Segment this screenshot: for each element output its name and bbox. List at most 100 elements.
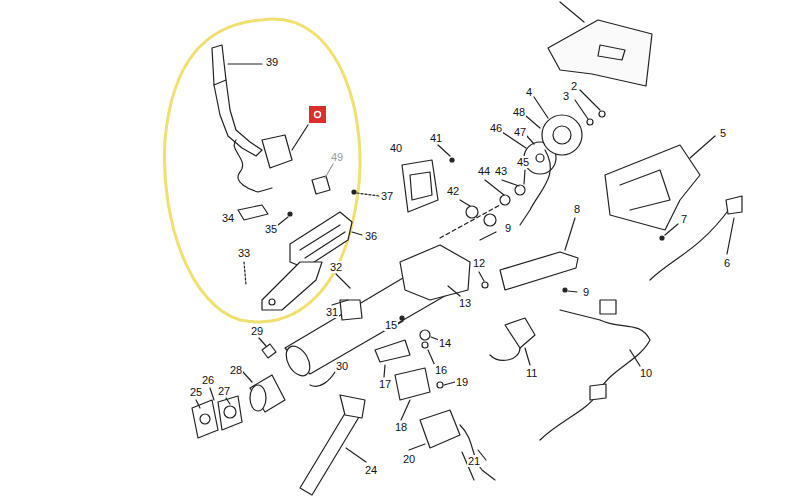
- leader-line: [384, 350, 455, 420]
- leader-line: [560, 2, 584, 22]
- callout-number: 30: [335, 360, 349, 372]
- highlight-ellipse: [164, 19, 360, 322]
- wire: [460, 425, 495, 480]
- callout-number: 46: [489, 122, 503, 134]
- leader-line: [565, 218, 575, 250]
- wire: [490, 348, 520, 360]
- coil-center: [553, 126, 571, 144]
- callout-number: 2: [570, 80, 578, 92]
- housing-end: [281, 342, 314, 380]
- callout-number: 43: [494, 165, 508, 177]
- screw: [660, 236, 664, 240]
- bracket-hole: [269, 299, 275, 305]
- module-face: [410, 172, 432, 200]
- callout-number: 21: [467, 455, 481, 467]
- cover-slot: [598, 45, 625, 60]
- nut: [587, 119, 593, 125]
- spring: [515, 185, 525, 195]
- callout-number: 16: [434, 364, 448, 376]
- leader-line: [332, 274, 350, 305]
- callout-number: 39: [265, 56, 279, 68]
- callout-number: 33: [237, 247, 251, 259]
- callout-number: 8: [573, 203, 581, 215]
- lever-band: [214, 80, 226, 85]
- ring: [420, 330, 430, 340]
- callout-number: 28: [229, 364, 243, 376]
- callout-number: 9: [504, 222, 512, 234]
- leader-line: [346, 448, 366, 462]
- lower-shroud: [605, 145, 700, 230]
- callout-number: 29: [250, 325, 264, 337]
- leader-line: [568, 291, 577, 292]
- lock-housing: [400, 245, 470, 300]
- leader-line: [525, 348, 530, 365]
- red-icon: [309, 106, 326, 123]
- wire: [310, 372, 335, 386]
- bolt: [262, 344, 276, 358]
- upper-cover: [548, 20, 652, 86]
- u-joint: [340, 395, 365, 418]
- callout-number: 11: [525, 367, 538, 379]
- tilt-housing: [290, 212, 352, 268]
- callout-number: 4: [525, 86, 533, 98]
- callout-number: 27: [217, 385, 231, 397]
- leader-line: [665, 224, 678, 235]
- callout-number: 45: [516, 156, 530, 168]
- switch: [505, 318, 535, 348]
- leader-line: [409, 444, 425, 450]
- connector: [726, 196, 742, 214]
- lever: [212, 45, 262, 156]
- callout-number: 37: [380, 190, 394, 202]
- washer: [484, 214, 496, 226]
- clip: [312, 176, 330, 194]
- spring: [500, 195, 510, 205]
- callout-number: 7: [680, 213, 688, 225]
- leader-line: [448, 272, 484, 296]
- cylinder-face: [250, 385, 266, 411]
- callout-number: 20: [402, 453, 416, 465]
- bearing-plate: [192, 400, 218, 438]
- wire: [650, 208, 730, 280]
- coil-assembly: [542, 115, 582, 155]
- shroud-detail: [620, 170, 670, 210]
- lower-bracket: [262, 262, 322, 310]
- screw: [288, 212, 292, 216]
- screw: [437, 382, 443, 388]
- callout-number: 48: [512, 106, 526, 118]
- pin: [422, 342, 428, 348]
- retainer: [218, 396, 242, 430]
- callout-number: 40: [389, 142, 403, 154]
- washer: [466, 206, 478, 218]
- switch-body: [395, 368, 430, 400]
- axis-line: [440, 205, 500, 238]
- callout-number: 12: [472, 257, 486, 269]
- callout-number: 5: [719, 127, 727, 139]
- callout-number: 9: [582, 286, 590, 298]
- screw: [352, 190, 356, 194]
- callout-number: 26: [201, 374, 215, 386]
- wiring-harness: [540, 310, 650, 440]
- callout-number: 34: [221, 212, 235, 224]
- callout-number: 19: [455, 376, 469, 388]
- leader-line: [278, 217, 288, 225]
- callout-number: 41: [429, 132, 443, 144]
- harness-connector: [590, 300, 616, 400]
- screw: [400, 316, 404, 320]
- leader-line: [438, 145, 450, 156]
- leader-line: [228, 63, 262, 64]
- housing-boss: [340, 300, 362, 320]
- leader-line: [630, 350, 640, 366]
- leader-line: [292, 125, 308, 150]
- callout-number: 31: [325, 306, 339, 318]
- leader-line: [259, 338, 266, 346]
- screw: [482, 282, 488, 288]
- cam-hub: [536, 154, 544, 162]
- callout-number: 24: [364, 464, 378, 476]
- red-icon-mark: [315, 112, 321, 118]
- callout-number: 15: [384, 319, 398, 331]
- callout-number: 44: [477, 165, 491, 177]
- leader-line: [480, 232, 496, 240]
- module: [402, 160, 438, 212]
- callout-number: 17: [378, 378, 392, 390]
- callout-number: 49: [330, 151, 344, 163]
